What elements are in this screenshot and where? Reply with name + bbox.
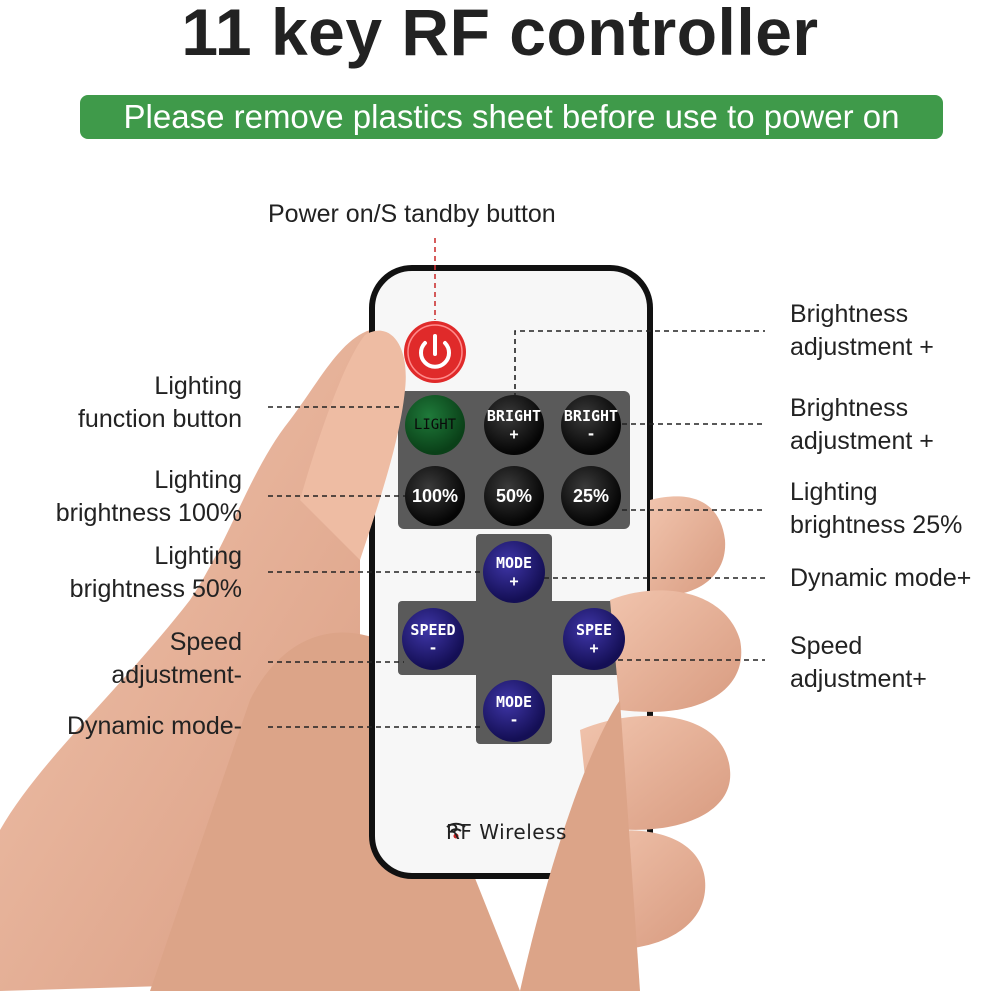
- page-title: 11 key RF controller: [181, 0, 819, 69]
- brightness-25-button[interactable]: 25%: [561, 466, 621, 526]
- finger-2: [610, 590, 742, 712]
- callout-lines: [268, 238, 765, 728]
- finger-base: [520, 700, 640, 991]
- notice-banner: Please remove plastics sheet before use …: [80, 95, 943, 139]
- mode-minus-button[interactable]: MODE-: [483, 680, 545, 742]
- bright-plus-button[interactable]: BRIGHT+: [484, 395, 544, 455]
- brightness-50-button[interactable]: 50%: [484, 466, 544, 526]
- power-icon: [419, 341, 451, 369]
- wifi-icon: [446, 822, 466, 832]
- thumb: [300, 330, 406, 560]
- finger-1: [650, 496, 726, 596]
- mode-plus-button[interactable]: MODE+: [483, 541, 545, 603]
- speed-minus-button[interactable]: SPEED-: [402, 608, 464, 670]
- label-dynamic-mode-minus: Dynamic mode-: [66, 712, 242, 740]
- bright-minus-button[interactable]: BRIGHT-: [561, 395, 621, 455]
- rf-wireless-label: RF Wireless: [446, 820, 567, 844]
- brightness-100-button[interactable]: 100%: [405, 466, 465, 526]
- label-dynamic-mode-plus: Dynamic mode+: [790, 564, 972, 592]
- speed-plus-button[interactable]: SPEE+: [563, 608, 625, 670]
- light-button[interactable]: LIGHT: [405, 395, 465, 455]
- palm: [150, 632, 520, 991]
- label-power: Power on/S tandby button: [268, 200, 556, 228]
